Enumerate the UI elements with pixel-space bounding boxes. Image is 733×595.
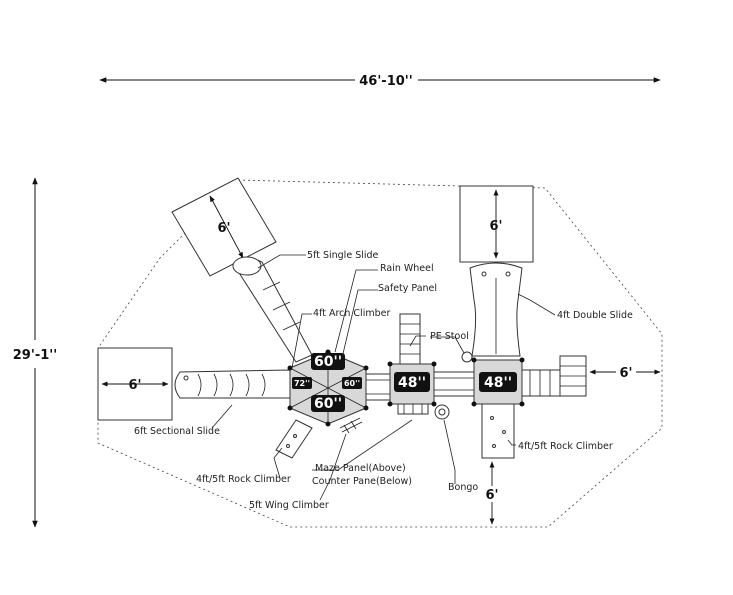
overall-depth-label: 29'-1'' — [13, 348, 57, 363]
single-slide-label: 5ft Single Slide — [307, 250, 379, 261]
double-slide — [469, 262, 523, 357]
overall-depth-dimension: 29'-1'' — [13, 177, 57, 528]
overall-width-dimension: 46'-10'' — [99, 74, 661, 89]
wing-climber — [339, 417, 363, 434]
sectional-slide-clearance-zone: 6' — [97, 347, 173, 421]
overall-width-label: 46'-10'' — [359, 74, 413, 89]
rock-climber-left-label: 4ft/5ft Rock Climber — [196, 474, 291, 485]
leader-lines — [211, 254, 556, 501]
bottom-clearance-dimension: 6' — [482, 461, 502, 525]
sectional-slide-label: 6ft Sectional Slide — [134, 426, 220, 437]
right-walkway — [521, 355, 587, 397]
sectional-slide-clearance-label: 6' — [128, 378, 141, 393]
arch-climber-label: 4ft Arch Climber — [313, 308, 390, 319]
single-slide — [232, 256, 313, 363]
hex-right-platform-label: 60'' — [344, 379, 360, 388]
maze-panel — [397, 403, 429, 415]
double-slide-label: 4ft Double Slide — [557, 310, 633, 321]
pe-stool — [461, 351, 473, 363]
wing-climber-label: 5ft Wing Climber — [249, 500, 329, 511]
bridge-right — [433, 371, 475, 397]
bongo — [434, 404, 450, 420]
rock-climber-right — [481, 403, 515, 459]
arch-climber — [399, 313, 421, 365]
square-deck-2: 48'' — [471, 357, 525, 407]
right-clearance-dimension: 6' — [589, 363, 661, 381]
double-slide-clearance-zone: 6' — [459, 185, 534, 263]
single-slide-clearance-label: 6' — [217, 221, 230, 236]
bongo-label: Bongo — [448, 482, 478, 493]
hex-top-platform-label: 60'' — [314, 354, 342, 370]
right-clearance-label: 6' — [619, 366, 632, 381]
square-deck-2-label: 48'' — [484, 375, 512, 391]
pe-stool-label: PE Stool — [430, 331, 469, 342]
maze-panel-label: Maze Panel(Above) — [315, 463, 406, 474]
safety-zone-boundary — [97, 179, 663, 528]
rock-climber-right-label: 4ft/5ft Rock Climber — [518, 441, 613, 452]
sectional-slide — [174, 369, 291, 399]
rock-climber-left — [275, 419, 313, 459]
hex-left-platform-label: 72'' — [294, 379, 310, 388]
counter-panel-label: Counter Pane(Below) — [312, 476, 412, 487]
bridge-left — [365, 373, 391, 401]
double-slide-clearance-label: 6' — [489, 219, 502, 234]
safety-panel-label: Safety Panel — [378, 283, 437, 294]
bottom-clearance-label: 6' — [485, 488, 498, 503]
hex-bottom-platform-label: 60'' — [314, 396, 342, 412]
hex-tower: 60'' 60'' 72'' 60'' — [287, 349, 369, 427]
single-slide-clearance-zone: 6' — [171, 177, 277, 277]
square-deck-1-label: 48'' — [398, 375, 426, 391]
rain-wheel-label: Rain Wheel — [380, 263, 434, 274]
square-deck-1: 48'' — [387, 361, 437, 407]
